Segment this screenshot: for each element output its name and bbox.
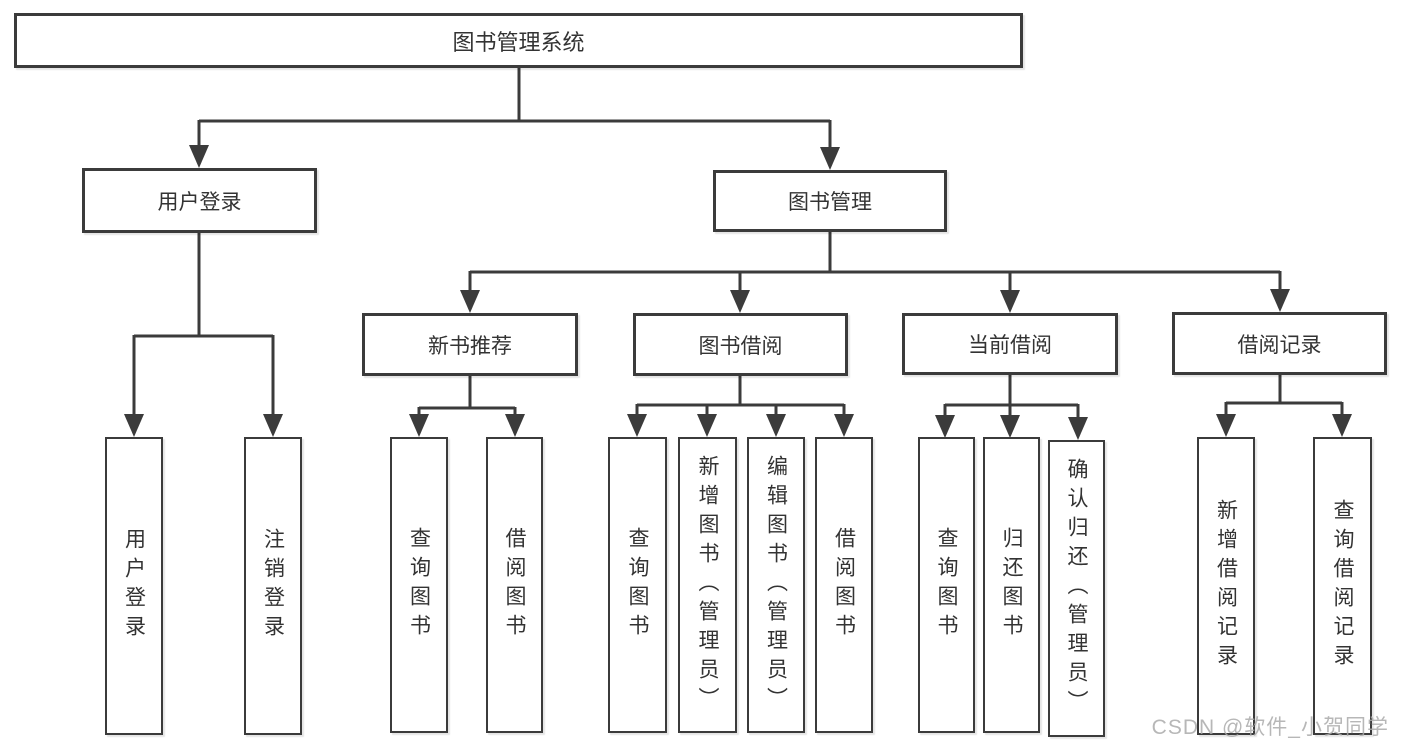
leaf-query-books-current: 查询图书 [918, 437, 975, 733]
leaf-edit-book-admin: 编辑图书（管理员） [747, 437, 805, 733]
leaf-return-books: 归还图书 [983, 437, 1040, 733]
leaf-borrow-books-recommend: 借阅图书 [486, 437, 543, 733]
leaf-query-books-recommend: 查询图书 [390, 437, 448, 733]
leaf-add-borrow-record: 新增借阅记录 [1197, 437, 1255, 735]
leaf-borrow-books: 借阅图书 [815, 437, 873, 733]
csdn-watermark: CSDN @软件_小贺同学 [1151, 716, 1389, 739]
leaf-add-book-admin: 新增图书（管理员） [678, 437, 737, 733]
node-root-library-management-system: 图书管理系统 [14, 13, 1023, 68]
node-current-borrow: 当前借阅 [902, 313, 1118, 375]
arrowheads [124, 145, 1352, 440]
leaf-query-books-borrow: 查询图书 [608, 437, 667, 733]
node-book-borrow: 图书借阅 [633, 313, 848, 376]
leaf-logout: 注销登录 [244, 437, 302, 735]
node-new-book-recommend: 新书推荐 [362, 313, 578, 376]
leaf-confirm-return-admin: 确认归还（管理员） [1048, 440, 1105, 737]
node-book-management: 图书管理 [713, 170, 947, 232]
node-user-login: 用户登录 [82, 168, 317, 233]
leaf-user-login: 用户登录 [105, 437, 163, 735]
leaf-query-borrow-record: 查询借阅记录 [1313, 437, 1372, 735]
node-borrow-records: 借阅记录 [1172, 312, 1387, 375]
